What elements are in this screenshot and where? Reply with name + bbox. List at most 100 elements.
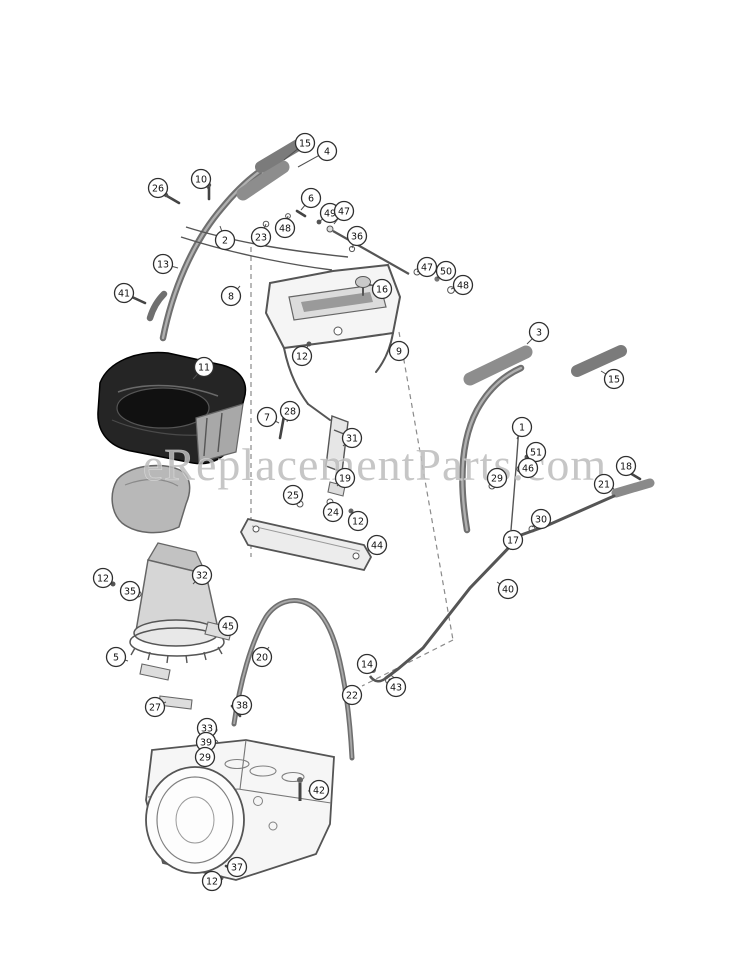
lower-chute	[110, 542, 233, 710]
svg-text:47: 47	[421, 262, 433, 273]
callout-14: 14	[356, 653, 378, 675]
callout-30: 30	[530, 508, 552, 530]
svg-text:3: 3	[536, 327, 542, 338]
svg-text:50: 50	[440, 266, 452, 277]
callout-12: 12	[92, 567, 114, 589]
construction-lines	[250, 247, 454, 687]
svg-text:48: 48	[457, 280, 469, 291]
callout-11: 11	[192, 356, 215, 380]
svg-text:42: 42	[313, 785, 325, 796]
svg-text:28: 28	[284, 406, 296, 417]
svg-text:40: 40	[502, 584, 514, 595]
svg-text:45: 45	[222, 621, 234, 632]
callout-3: 3	[526, 321, 550, 345]
callout-6: 6	[300, 187, 322, 211]
svg-text:16: 16	[376, 284, 388, 295]
upper-chute-assembly	[97, 351, 247, 465]
callout-48: 48	[450, 274, 474, 296]
callout-23: 23	[250, 223, 272, 248]
svg-text:12: 12	[97, 573, 109, 584]
svg-text:1: 1	[519, 422, 525, 433]
callout-51: 51	[525, 441, 547, 463]
upper-handle-right	[459, 345, 627, 534]
callout-16: 16	[368, 278, 393, 300]
svg-text:15: 15	[299, 138, 311, 149]
svg-text:8: 8	[228, 291, 234, 302]
callout-2: 2	[214, 225, 236, 251]
callout-18: 18	[615, 455, 637, 477]
callout-26: 26	[147, 177, 173, 200]
svg-text:35: 35	[124, 586, 136, 597]
control-cables	[180, 209, 455, 294]
chute-deflector	[111, 464, 191, 534]
callout-25: 25	[282, 484, 304, 506]
svg-text:18: 18	[620, 461, 632, 472]
svg-text:29: 29	[491, 473, 503, 484]
svg-text:41: 41	[118, 288, 130, 299]
callout-45: 45	[217, 615, 239, 637]
svg-text:36: 36	[351, 231, 363, 242]
callout-12: 12	[291, 343, 313, 367]
callout-27: 27	[144, 696, 167, 718]
svg-text:23: 23	[255, 232, 267, 243]
svg-text:12: 12	[352, 516, 364, 527]
callout-44: 44	[366, 534, 388, 556]
callout-38: 38	[231, 694, 253, 716]
svg-text:17: 17	[507, 535, 519, 546]
svg-text:51: 51	[530, 447, 542, 458]
svg-text:2: 2	[222, 235, 228, 246]
svg-text:5: 5	[113, 652, 119, 663]
svg-text:37: 37	[231, 862, 243, 873]
svg-text:38: 38	[236, 700, 248, 711]
callout-15: 15	[600, 368, 625, 390]
control-panel	[264, 263, 402, 514]
callout-29: 29	[194, 746, 216, 768]
callout-20: 20	[251, 646, 273, 668]
callout-4: 4	[297, 140, 338, 168]
callout-35: 35	[119, 580, 141, 602]
callout-22: 22	[341, 684, 363, 706]
svg-text:15: 15	[608, 374, 620, 385]
svg-text:27: 27	[149, 702, 161, 713]
callout-7: 7	[256, 406, 280, 428]
svg-text:24: 24	[327, 507, 339, 518]
callout-19: 19	[334, 467, 356, 489]
svg-text:31: 31	[346, 433, 358, 444]
callout-46: 46	[517, 457, 539, 479]
callout-37: 37	[226, 856, 248, 878]
callout-50: 50	[435, 260, 457, 282]
callout-36: 36	[346, 225, 368, 249]
callout-1: 1	[511, 416, 533, 440]
callout-15: 15	[283, 132, 316, 161]
callout-43: 43	[385, 676, 407, 698]
svg-text:12: 12	[296, 351, 308, 362]
callout-12: 12	[201, 870, 223, 892]
callout-41: 41	[113, 282, 137, 304]
support-bracket	[239, 517, 373, 572]
callout-9: 9	[388, 340, 410, 362]
callout-40: 40	[496, 578, 519, 600]
svg-text:48: 48	[279, 223, 291, 234]
svg-text:12: 12	[206, 876, 218, 887]
svg-text:47: 47	[338, 206, 350, 217]
svg-text:21: 21	[598, 479, 610, 490]
callout-31: 31	[341, 427, 363, 449]
svg-text:49: 49	[324, 208, 336, 219]
chute-crank-rod	[368, 471, 655, 685]
svg-text:20: 20	[256, 652, 268, 663]
callout-12: 12	[347, 510, 369, 532]
svg-text:44: 44	[371, 540, 383, 551]
callout-32: 32	[191, 564, 213, 586]
svg-text:25: 25	[287, 490, 299, 501]
svg-text:9: 9	[396, 346, 402, 357]
callout-24: 24	[322, 501, 344, 523]
svg-text:26: 26	[152, 183, 164, 194]
svg-text:11: 11	[198, 362, 210, 373]
svg-text:29: 29	[199, 752, 211, 763]
callout-48: 48	[274, 215, 296, 239]
svg-text:32: 32	[196, 570, 208, 581]
svg-text:39: 39	[200, 737, 212, 748]
svg-text:43: 43	[390, 682, 402, 693]
callout-8: 8	[220, 285, 242, 307]
